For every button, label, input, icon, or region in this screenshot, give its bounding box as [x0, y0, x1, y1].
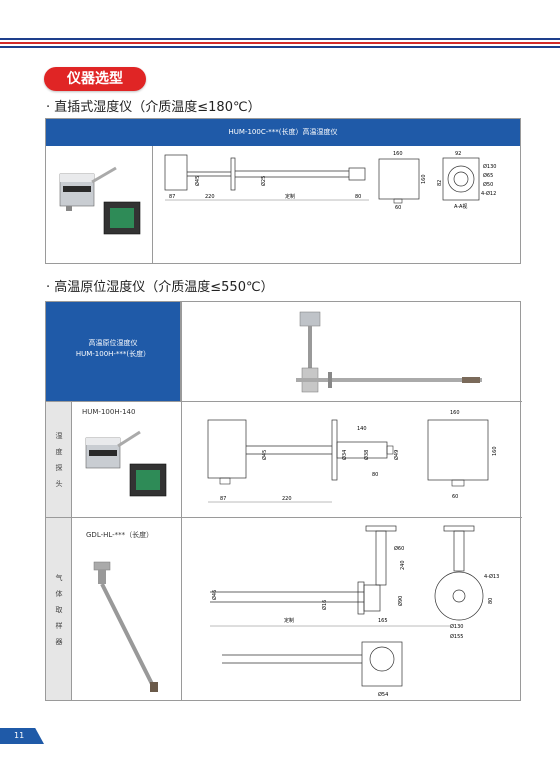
- heading-direct-insertion: · 直插式湿度仪（介质温度≤180℃）: [46, 100, 261, 115]
- sampler-dim-165: 165: [378, 618, 388, 624]
- product-photo: [59, 166, 141, 235]
- table-hum-100c: HUM-100C-***(长度）高温湿度仪 87: [45, 118, 521, 264]
- row2-char-5: 器: [55, 638, 63, 646]
- row1-char-1: 湿: [55, 432, 63, 440]
- probe-dim-140: 140: [357, 426, 367, 432]
- dim-4phi12: 4-Ø12: [481, 190, 496, 197]
- sampler-dim-phi16: Ø16: [321, 600, 328, 610]
- dim-phi65: Ø65: [483, 172, 493, 179]
- probe-photo: [85, 430, 167, 497]
- dim-phi50: Ø50: [483, 181, 493, 188]
- sampler-dim-80: 80: [488, 598, 494, 604]
- sampler-dim-phi130: Ø130: [450, 623, 463, 630]
- row1-char-4: 头: [55, 480, 63, 488]
- probe-dim-phi38: Ø38: [363, 450, 370, 460]
- row2-model: GDL-HL-***（长度）: [86, 531, 154, 539]
- header-stripes: [0, 38, 560, 52]
- table2-title-line2: HUM-100H-***(长度）: [75, 350, 151, 358]
- table2-title-cell: 高温原位湿度仪 HUM-100H-***(长度）: [46, 302, 181, 401]
- table1-title: HUM-100C-***(长度）高温湿度仪: [46, 119, 520, 146]
- row2-char-3: 取: [55, 606, 63, 614]
- probe-dim-60: 60: [452, 494, 458, 500]
- dim-160: 160: [393, 151, 403, 157]
- row2-label: 气 体 取 样 器: [46, 570, 72, 650]
- row2-char-1: 气: [55, 574, 63, 582]
- sampler-dim-phi46: Ø46: [211, 590, 218, 600]
- dim-phi45: Ø45: [194, 176, 201, 186]
- table2-divider-2: [46, 517, 522, 518]
- product-photo-cell: [46, 146, 153, 264]
- row1-label: 湿 度 探 头: [46, 428, 72, 492]
- probe-dim-160v: 160: [492, 446, 498, 456]
- row1-char-3: 探: [55, 464, 63, 472]
- sampler-dim-phi155: Ø155: [450, 633, 463, 640]
- sampler-dim-240: 240: [400, 560, 406, 570]
- dim-92: 92: [455, 151, 461, 157]
- dimension-drawing-cell: 87 220 定制 80 Ø45 Ø25 160 160 60 92 82 Ø1…: [153, 146, 521, 264]
- dim-220: 220: [205, 194, 215, 200]
- table-hum-100h: 高温原位湿度仪 HUM-100H-***(长度） 湿 度 探 头 HUM-100…: [45, 301, 522, 701]
- sampler-drawing: Ø60 240 Ø46 Ø90 Ø16 165 定制 4-Ø13 80 Ø130…: [210, 525, 499, 698]
- dim-phi130: Ø130: [483, 163, 496, 170]
- dim-160v: 160: [421, 174, 427, 184]
- dim-custom: 定制: [285, 193, 295, 200]
- dim-80: 80: [355, 194, 361, 200]
- dim-82: 82: [437, 180, 443, 186]
- sampler-photo: [93, 561, 158, 692]
- table2-title-line1: 高温原位湿度仪: [88, 339, 138, 347]
- table2-divider-vertical: [181, 302, 182, 700]
- sampler-dim-phi54: Ø54: [378, 691, 388, 698]
- section-title-badge: 仪器选型: [44, 67, 146, 91]
- dim-87: 87: [169, 194, 175, 200]
- sampler-dim-phi90: Ø90: [397, 596, 404, 606]
- probe-dim-160: 160: [450, 410, 460, 416]
- row1-model: HUM-100H-140: [82, 408, 136, 416]
- sampler-dim-custom: 定制: [284, 617, 294, 624]
- heading-high-temp: · 高温原位湿度仪（介质温度≤550℃）: [46, 280, 274, 295]
- hum-100c-drawing: 87 220 定制 80 Ø45 Ø25 160 160 60 92 82 Ø1…: [164, 151, 496, 211]
- probe-dim-phi45: Ø45: [261, 450, 268, 460]
- dim-60: 60: [395, 205, 401, 211]
- section-aa: A-A视: [454, 203, 467, 210]
- dim-phi25: Ø25: [260, 176, 267, 186]
- probe-dim-phi49: Ø49: [393, 450, 400, 460]
- assembly-illustration: [296, 311, 482, 393]
- probe-drawing: Ø45 140 Ø34 Ø38 Ø49 80 87 220 160 160 60: [207, 410, 498, 503]
- probe-dim-80: 80: [372, 472, 378, 478]
- probe-dim-87: 87: [220, 496, 226, 502]
- row2-char-2: 体: [55, 590, 63, 598]
- row1-char-2: 度: [55, 448, 63, 456]
- table2-divider-1: [46, 401, 522, 402]
- row2-char-4: 样: [55, 622, 63, 630]
- probe-dim-220: 220: [282, 496, 292, 502]
- probe-dim-phi34: Ø34: [341, 450, 348, 460]
- page-number: 11: [0, 728, 44, 744]
- sampler-dim-phi60: Ø60: [394, 545, 404, 552]
- sampler-dim-4phi13: 4-Ø13: [484, 573, 499, 580]
